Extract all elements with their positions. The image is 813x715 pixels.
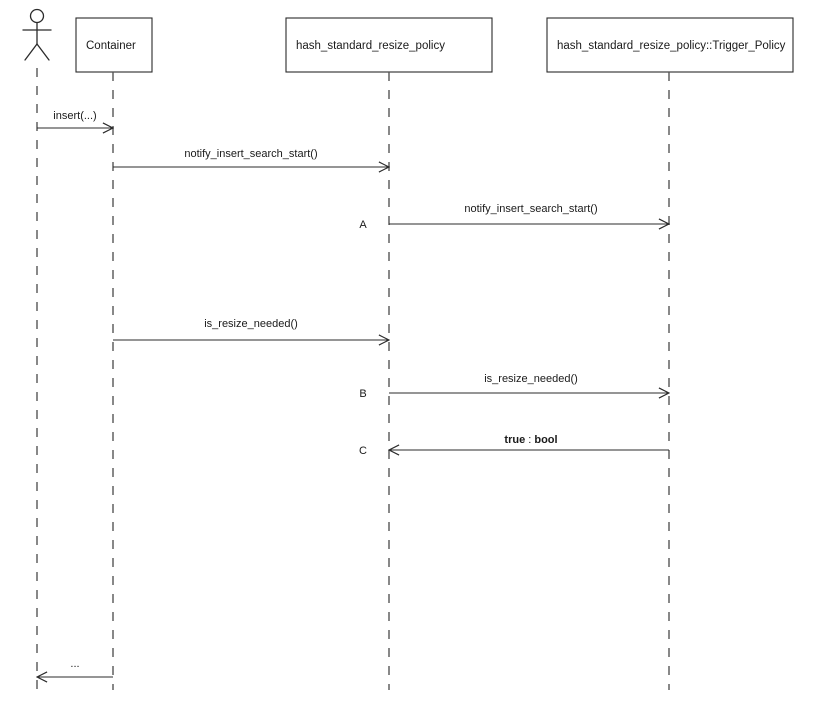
messages-layer: insert(...)notify_insert_search_start()n… — [37, 110, 669, 677]
message-label-m4: is_resize_needed() — [204, 318, 298, 330]
message-marker-a: A — [359, 219, 367, 231]
participant-container[interactable]: Container — [75, 17, 153, 690]
message-m5[interactable]: is_resize_needed() B — [359, 373, 669, 400]
participant-label-container: Container — [86, 40, 136, 52]
lifelines-layer: Container hash_standard_resize_policy hash… — [36, 17, 794, 690]
message-label-m2: notify_insert_search_start() — [184, 148, 317, 160]
participant-label-trigger: hash_standard_resize_policy::Trigger_Pol… — [557, 40, 786, 52]
actor-head-icon — [29, 8, 45, 24]
participant-trigger[interactable]: hash_standard_resize_policy::Trigger_Pol… — [546, 17, 794, 690]
participant-box-container[interactable] — [75, 17, 153, 73]
message-label-m5: is_resize_needed() — [484, 373, 578, 385]
message-label-m3: notify_insert_search_start() — [464, 203, 597, 215]
actor-figure[interactable] — [22, 8, 52, 61]
message-m4[interactable]: is_resize_needed() — [113, 318, 389, 340]
message-m1[interactable]: insert(...) — [37, 110, 113, 128]
actor-figure-layer — [22, 8, 52, 61]
participant-label-policy: hash_standard_resize_policy — [296, 40, 445, 52]
message-m7[interactable]: ... — [37, 658, 113, 677]
participant-box-policy[interactable] — [285, 17, 493, 73]
message-m3[interactable]: notify_insert_search_start() A — [359, 203, 669, 231]
message-label-m1: insert(...) — [53, 110, 96, 122]
actor-leg-left — [24, 43, 38, 61]
message-label-m7: ... — [70, 658, 79, 670]
message-marker-b: B — [359, 388, 366, 400]
actor-leg-right — [36, 43, 50, 61]
participant-policy[interactable]: hash_standard_resize_policy — [285, 17, 493, 690]
participant-box-trigger[interactable] — [546, 17, 794, 73]
message-marker-c: C — [359, 445, 367, 457]
message-label-m6: true : bool — [504, 434, 557, 446]
message-m2[interactable]: notify_insert_search_start() — [113, 148, 389, 167]
